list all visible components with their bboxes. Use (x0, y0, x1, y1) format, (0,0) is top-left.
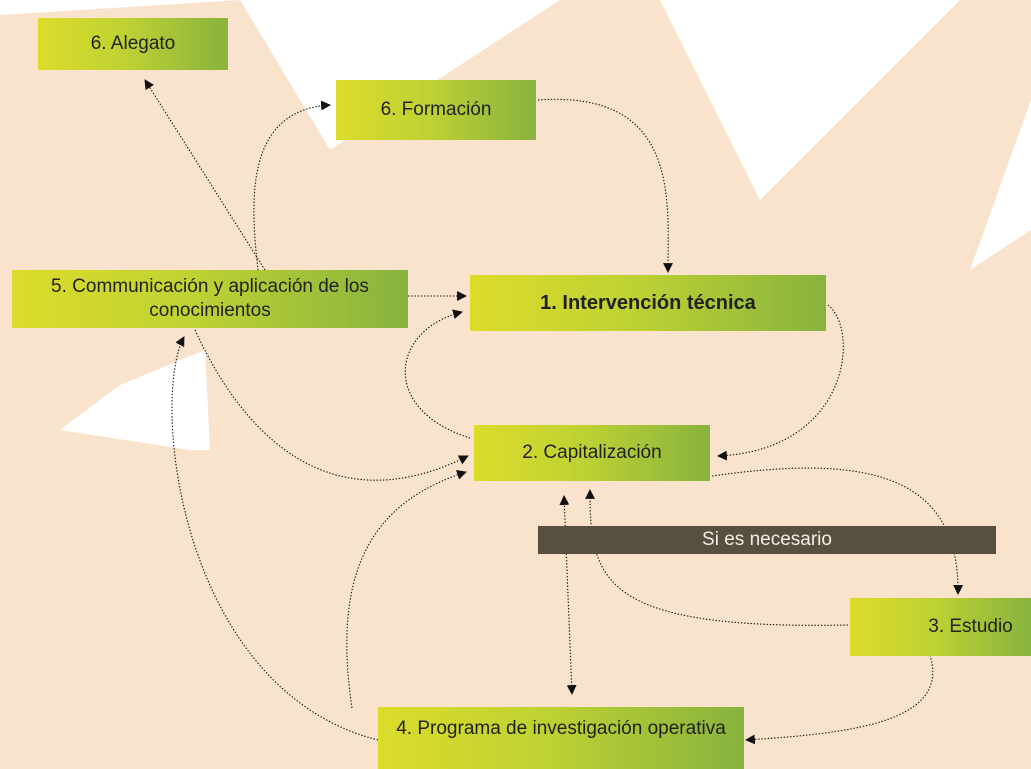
node-label: 1. Intervención técnica (540, 292, 756, 314)
background-notch-right (970, 100, 1031, 270)
node-intervencion: 1. Intervención técnica (470, 275, 826, 331)
banner-si-es-necesario: Si es necesario (538, 526, 996, 554)
node-label: 2. Capitalización (522, 442, 662, 463)
node-programa: 4. Programa de investigación operativa (378, 707, 744, 769)
node-formacion: 6. Formación (336, 80, 536, 140)
node-label: 3. Estudio (928, 616, 1013, 637)
node-label: 6. Formación (380, 99, 492, 120)
node-label: 4. Programa de investigación operativa (396, 718, 726, 739)
node-alegato: 6. Alegato (38, 18, 228, 70)
node-capitalizacion: 2. Capitalización (474, 425, 710, 481)
node-label: 5. Communicación y aplicación de los con… (51, 276, 369, 321)
banner-label: Si es necesario (702, 529, 832, 550)
node-comunicacion: 5. Communicación y aplicación de los con… (12, 270, 408, 328)
node-label: 6. Alegato (90, 33, 176, 54)
node-estudio: 3. Estudio (850, 598, 1031, 656)
